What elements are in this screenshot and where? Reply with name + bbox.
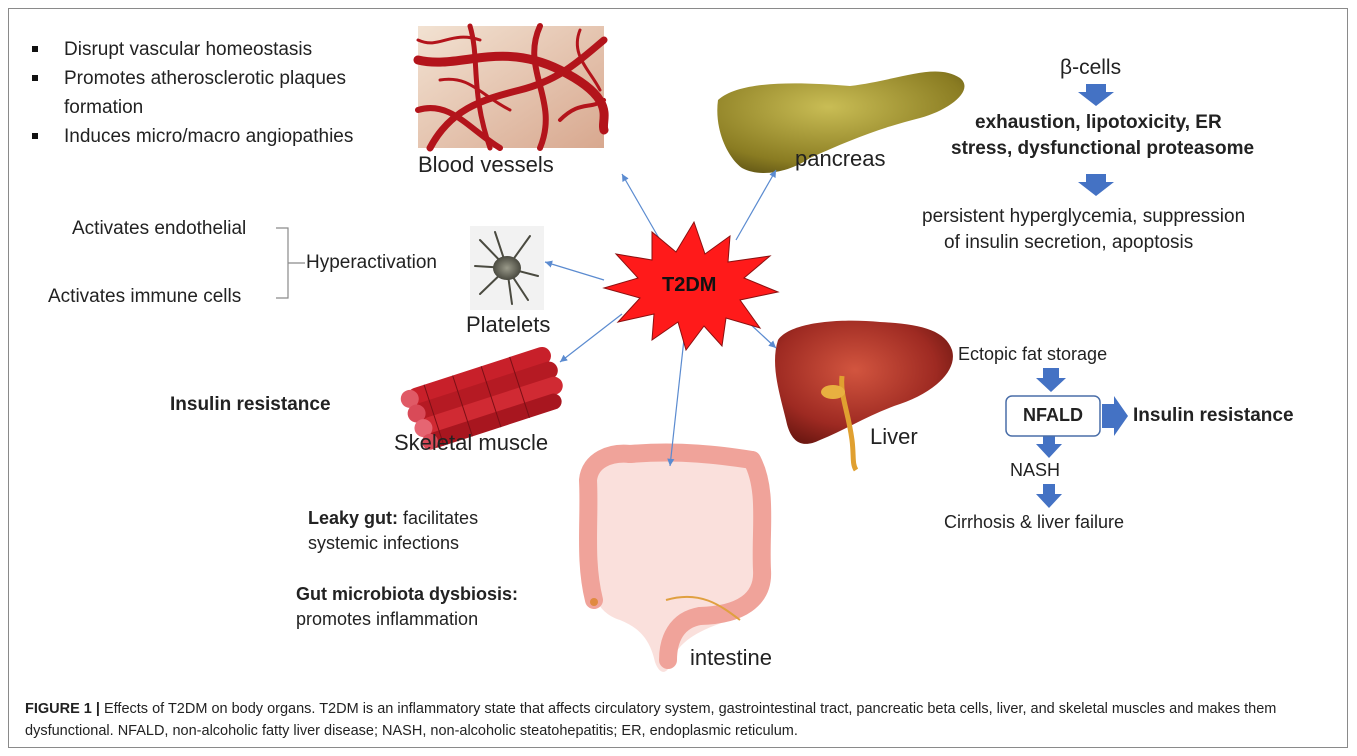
beta-cells-outcome-line2: of insulin secretion, apoptosis xyxy=(944,232,1193,254)
nfald-text: NFALD xyxy=(1023,405,1083,426)
activates-endothelial-text: Activates endothelial xyxy=(72,218,246,240)
arrow-to-blood-vessels xyxy=(622,174,660,240)
beta-cells-effect-line2: stress, dysfunctional proteasome xyxy=(951,138,1254,160)
blood-vessels-image xyxy=(418,26,604,148)
hyperactivation-text: Hyperactivation xyxy=(306,252,437,274)
platelet-image xyxy=(470,226,544,310)
leaky-gut-title: Leaky gut: xyxy=(308,508,398,528)
dysbiosis-line2: promotes inflammation xyxy=(296,609,478,630)
liver-insulin-resistance-text: Insulin resistance xyxy=(1133,405,1294,427)
liver-image xyxy=(775,321,953,470)
arrow-to-pancreas xyxy=(736,170,776,240)
nash-text: NASH xyxy=(1010,460,1060,481)
caption-label: FIGURE 1 | xyxy=(25,701,100,717)
liver-flow-arrows xyxy=(1036,368,1128,508)
leaky-gut-line2: systemic infections xyxy=(308,533,459,554)
beta-cells-effect-line1: exhaustion, lipotoxicity, ER xyxy=(975,112,1222,134)
pancreas-label: pancreas xyxy=(795,146,886,172)
beta-cells-title: β-cells xyxy=(1060,56,1121,80)
activates-immune-text: Activates immune cells xyxy=(48,286,241,308)
platelet-bracket xyxy=(276,228,305,298)
beta-cells-outcome-line1: persistent hyperglycemia, suppression xyxy=(922,206,1245,228)
blood-vessels-label: Blood vessels xyxy=(418,152,554,178)
leaky-gut-line1: Leaky gut: facilitates xyxy=(308,508,478,529)
caption-text: Effects of T2DM on body organs. T2DM is … xyxy=(25,701,1276,739)
ectopic-fat-text: Ectopic fat storage xyxy=(958,344,1107,365)
dysbiosis-title: Gut microbiota dysbiosis: xyxy=(296,584,518,605)
t2dm-label: T2DM xyxy=(662,274,716,297)
leaky-gut-desc: facilitates xyxy=(398,508,478,528)
list-item: Disrupt vascular homeostasis xyxy=(26,35,384,64)
cirrhosis-text: Cirrhosis & liver failure xyxy=(944,512,1124,533)
list-item: Induces micro/macro angiopathies xyxy=(26,122,384,151)
arrow-to-platelets xyxy=(545,262,604,280)
intestine-label: intestine xyxy=(690,645,772,671)
arrow-to-skeletal-muscle xyxy=(560,314,622,362)
skeletal-muscle-label: Skeletal muscle xyxy=(394,430,548,456)
list-item: Promotes atherosclerotic plaques formati… xyxy=(26,64,384,122)
liver-label: Liver xyxy=(870,424,918,450)
figure-caption: FIGURE 1 | Effects of T2DM on body organ… xyxy=(25,698,1335,742)
muscle-insulin-resistance-text: Insulin resistance xyxy=(170,394,331,416)
intestine-image xyxy=(584,453,765,672)
blood-vessel-effects-list: Disrupt vascular homeostasis Promotes at… xyxy=(26,35,384,151)
platelets-label: Platelets xyxy=(466,312,550,338)
